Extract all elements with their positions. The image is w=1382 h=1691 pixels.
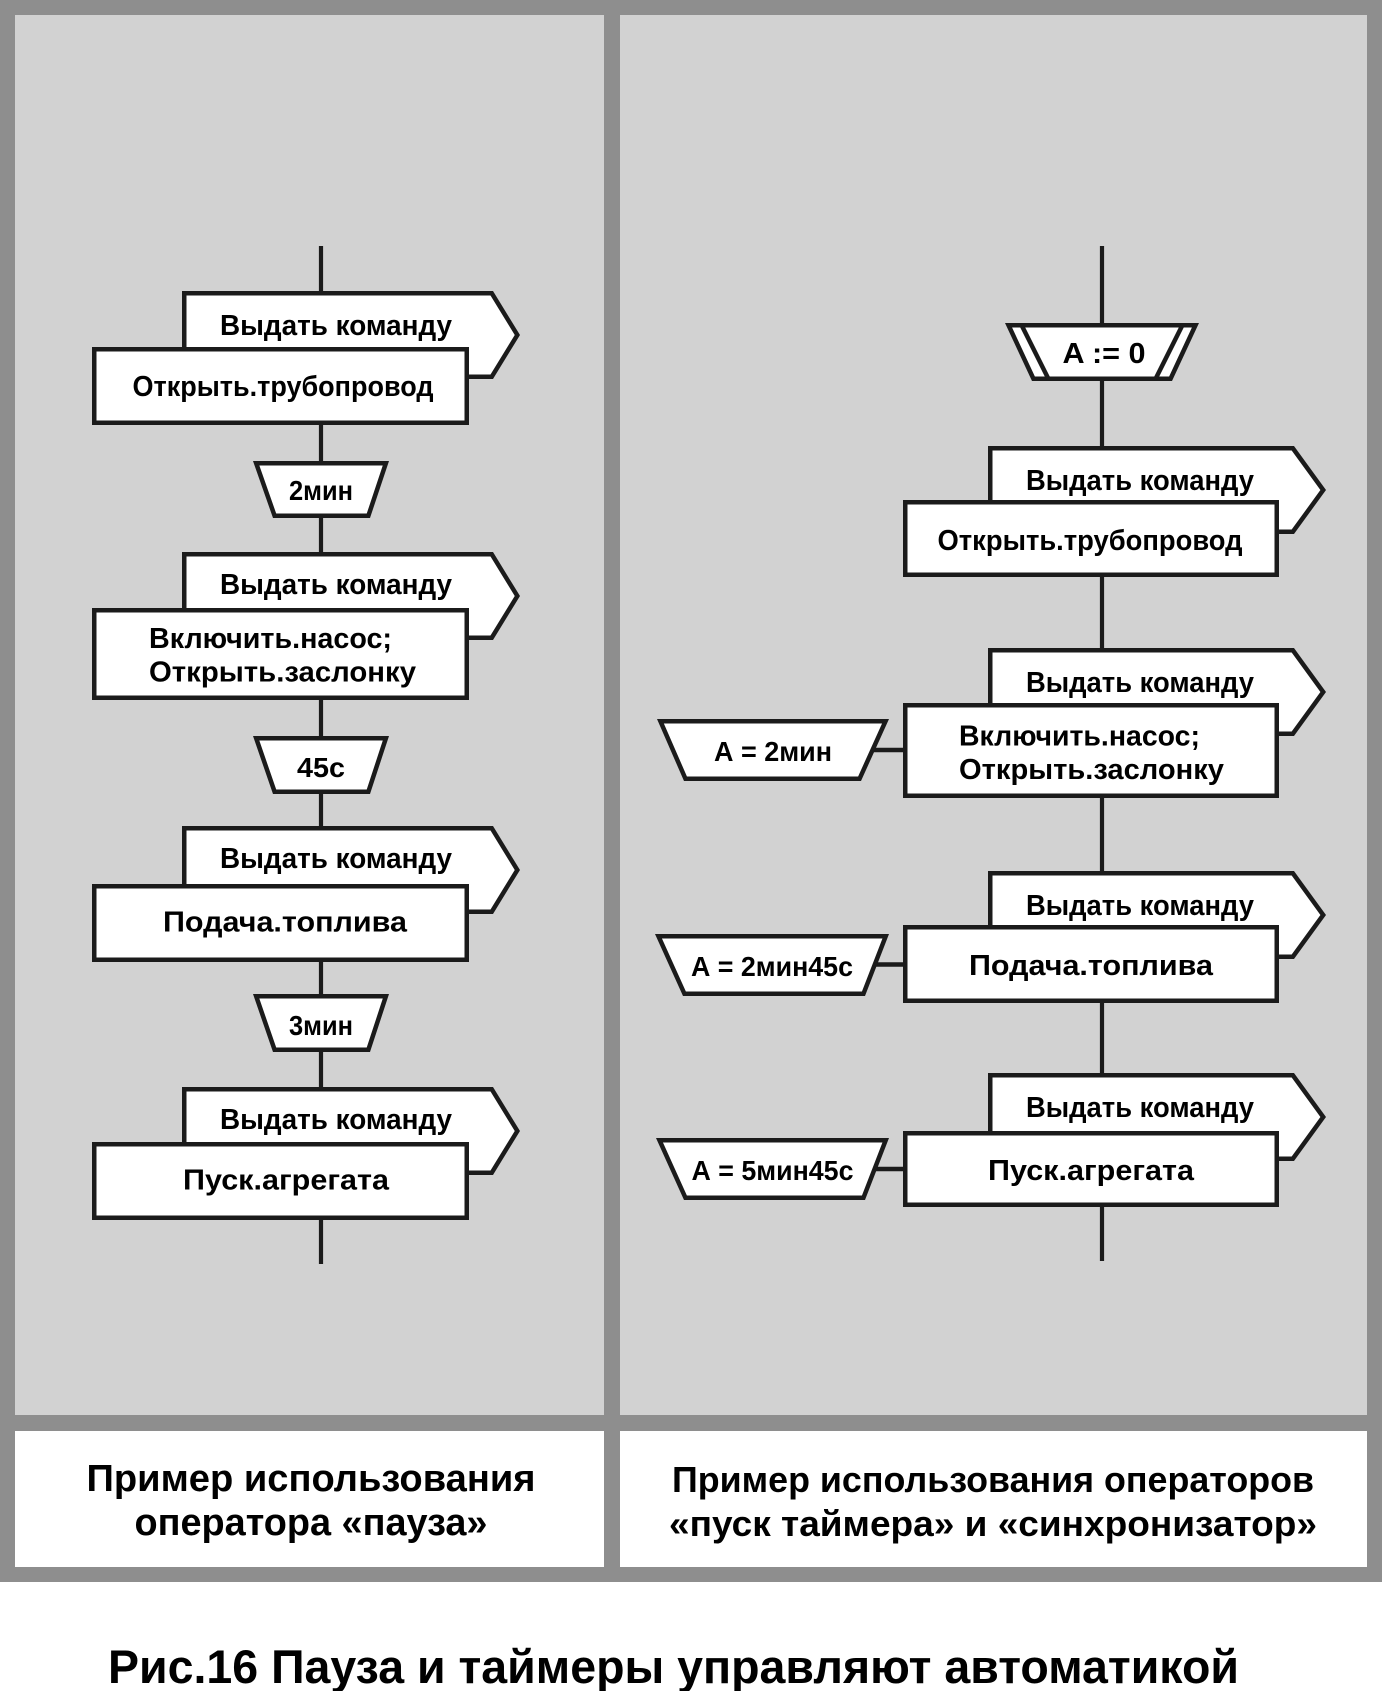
svg-text:Открыть.заслонку: Открыть.заслонку — [149, 657, 416, 689]
svg-text:«пуск таймера» и «синхронизато: «пуск таймера» и «синхронизатор» — [669, 1503, 1317, 1544]
svg-text:Выдать команду: Выдать команду — [220, 310, 452, 342]
svg-text:Открыть.трубопровод: Открыть.трубопровод — [133, 371, 434, 403]
svg-text:Рис.16 Пауза и таймеры управля: Рис.16 Пауза и таймеры управляют автомат… — [108, 1640, 1239, 1691]
svg-text:Выдать команду: Выдать команду — [220, 1104, 452, 1136]
svg-text:Открыть.трубопровод: Открыть.трубопровод — [938, 525, 1243, 557]
svg-text:Подача.топлива: Подача.топлива — [163, 907, 408, 939]
svg-text:Выдать команду: Выдать команду — [220, 843, 452, 875]
svg-text:3мин: 3мин — [289, 1010, 353, 1041]
svg-text:Включить.насос;: Включить.насос; — [149, 623, 392, 655]
svg-text:Выдать команду: Выдать команду — [1026, 1092, 1254, 1124]
svg-text:оператора «пауза»: оператора «пауза» — [135, 1502, 488, 1544]
svg-text:Выдать команду: Выдать команду — [1026, 667, 1254, 699]
svg-text:Подача.топлива: Подача.топлива — [969, 950, 1214, 982]
svg-text:А = 2мин45с: А = 2мин45с — [691, 951, 853, 982]
svg-text:Выдать команду: Выдать команду — [220, 569, 452, 601]
svg-text:45с: 45с — [297, 752, 345, 783]
svg-text:Выдать команду: Выдать команду — [1026, 465, 1254, 497]
svg-text:2мин: 2мин — [289, 475, 353, 506]
svg-text:Пуск.агрегата: Пуск.агрегата — [183, 1165, 390, 1197]
svg-text:А = 2мин: А = 2мин — [714, 736, 832, 767]
svg-text:А = 5мин45с: А = 5мин45с — [692, 1155, 854, 1186]
svg-text:A := 0: A := 0 — [1063, 338, 1146, 370]
svg-text:Пример использования: Пример использования — [87, 1458, 536, 1500]
svg-text:Пуск.агрегата: Пуск.агрегата — [988, 1155, 1195, 1187]
svg-text:Открыть.заслонку: Открыть.заслонку — [959, 754, 1224, 786]
svg-text:Включить.насос;: Включить.насос; — [959, 721, 1200, 753]
svg-text:Выдать команду: Выдать команду — [1026, 890, 1254, 922]
svg-text:Пример использования операторо: Пример использования операторов — [672, 1459, 1314, 1500]
